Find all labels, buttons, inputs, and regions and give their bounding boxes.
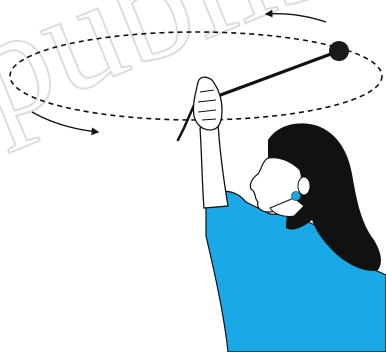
earring-icon: [292, 192, 301, 201]
stone-ball-icon: [329, 41, 349, 61]
hand: [193, 77, 222, 130]
raised-arm: [200, 124, 228, 208]
ear: [298, 177, 310, 195]
